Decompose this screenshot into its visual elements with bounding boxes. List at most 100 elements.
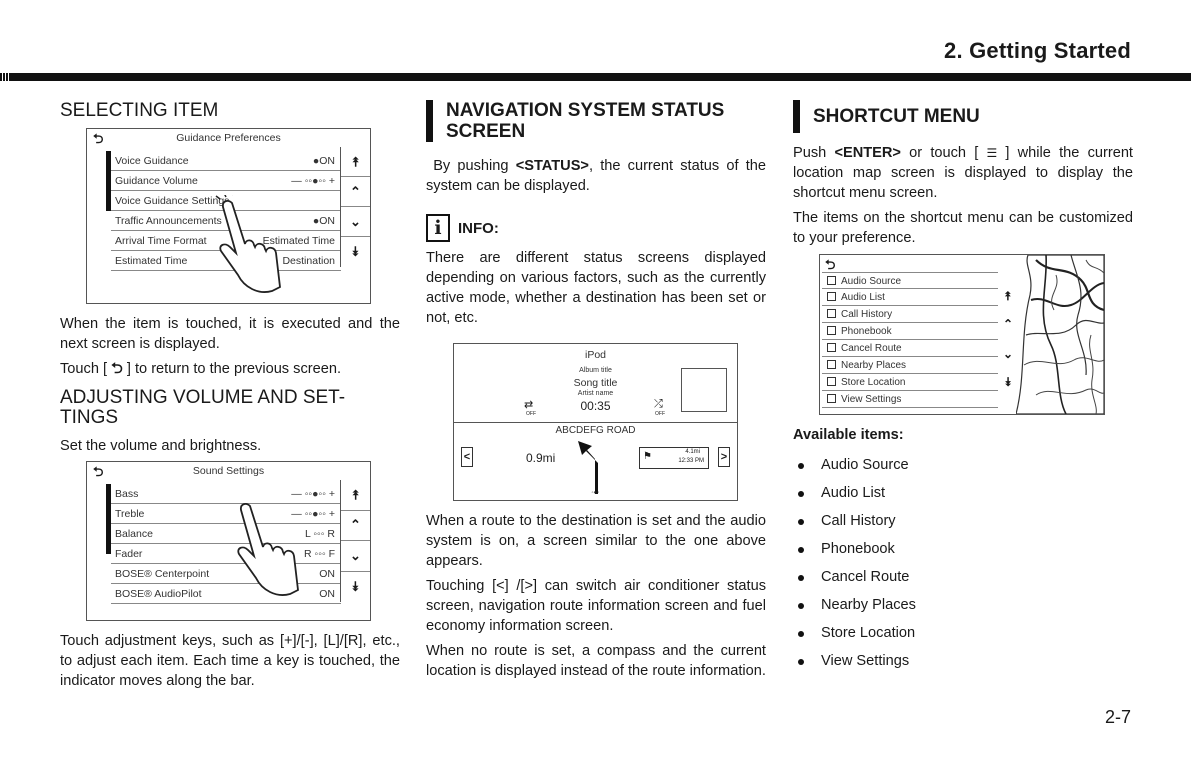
shortcut-arrows: ⯭ ⌃ ⌄ ⯯ <box>998 275 1018 410</box>
page-up-icon[interactable]: ⯭ <box>1004 289 1012 303</box>
route-info: ⚑ 4.1mi 12:33 PM <box>639 447 709 469</box>
map-view <box>1016 255 1104 414</box>
shortcut-item[interactable]: Call History <box>822 306 998 323</box>
shortcut-item[interactable]: Cancel Route <box>822 340 998 357</box>
page-up-icon[interactable]: ⯭ <box>341 480 370 511</box>
menu-icon: ☰ <box>986 146 998 160</box>
back-icon[interactable]: ⮌ <box>93 464 104 479</box>
screen-topbar: ⮌ Guidance Preferences <box>87 129 370 147</box>
list-item: Call History <box>793 507 1133 535</box>
list-item: Store Location <box>793 619 1133 647</box>
list-item: View Settings <box>793 647 1133 675</box>
touching-hand-icon <box>215 195 281 293</box>
repeat-state: OFF <box>526 411 536 417</box>
list-item: Audio List <box>793 479 1133 507</box>
chevron-up-icon[interactable]: ⌃ <box>341 511 370 541</box>
chevron-down-icon[interactable]: ⌄ <box>341 541 370 572</box>
list-item[interactable]: Guidance Volume— ◦◦●◦◦ + <box>111 171 341 191</box>
guidance-list: Voice Guidance●ON Guidance Volume— ◦◦●◦◦… <box>111 151 341 271</box>
column-right: SHORTCUT MENU Push <ENTER> or touch [ ☰ … <box>793 100 1133 248</box>
adjusting-heading: ADJUSTING VOLUME AND SET-TINGS <box>60 387 346 428</box>
scroll-indicator <box>106 151 111 211</box>
shortcut-list: Audio Source Audio List Call History Pho… <box>822 272 998 408</box>
selecting-item-heading: SELECTING ITEM <box>60 100 219 121</box>
adjusting-text: Touch adjustment keys, such as [+]/[-], … <box>60 631 400 691</box>
info-icon: i <box>426 214 450 242</box>
shortcut-item[interactable]: Audio List <box>822 289 998 306</box>
guidance-preferences-screen: ⮌ Guidance Preferences Voice Guidance●ON… <box>86 128 371 304</box>
road-name: ABCDEFG ROAD <box>555 425 636 436</box>
shortcut-item[interactable]: Phonebook <box>822 323 998 340</box>
list-item[interactable]: Bass— ◦◦●◦◦ + <box>111 484 341 504</box>
screen-topbar: ⮌ Sound Settings <box>87 462 370 480</box>
back-icon[interactable]: ⮌ <box>825 257 836 272</box>
list-item[interactable]: Voice Guidance●ON <box>111 151 341 171</box>
flag-icon: ⚑ <box>643 451 652 462</box>
info-box: i INFO: <box>426 214 766 242</box>
page-up-icon[interactable]: ⯭ <box>341 147 370 177</box>
nav-status-para1: When a route to the destination is set a… <box>426 513 766 569</box>
page-down-icon[interactable]: ⯯ <box>1004 375 1012 389</box>
page-dots: ◦●◦ <box>591 490 600 496</box>
column-left: SELECTING ITEM <box>60 100 400 127</box>
song-title: Song title <box>573 377 618 389</box>
screen-title: Guidance Preferences <box>176 132 281 144</box>
shortcut-item[interactable]: Store Location <box>822 374 998 391</box>
turn-distance: 0.9mi <box>526 451 556 465</box>
sound-settings-screen: ⮌ Sound Settings Bass— ◦◦●◦◦ + Treble— ◦… <box>86 461 371 621</box>
nav-status-para3: When no route is set, a compass and the … <box>426 643 766 679</box>
list-item: Nearby Places <box>793 591 1133 619</box>
prev-button[interactable]: < <box>461 447 473 467</box>
artist-name: Artist name <box>577 390 614 397</box>
shuffle-state: OFF <box>655 411 665 417</box>
play-time: 00:35 <box>580 399 611 413</box>
chevron-up-icon[interactable]: ⌃ <box>341 177 370 207</box>
selecting-item-text: When the item is touched, it is executed… <box>60 314 400 456</box>
audio-source: iPod <box>584 349 606 361</box>
shortcut-menu-screen: ⮌ Audio Source Audio List Call History P… <box>819 254 1105 415</box>
shuffle-icon[interactable]: ⤮ <box>654 398 663 410</box>
nav-status-para2: Touching [<] /[>] can switch air conditi… <box>426 578 766 634</box>
page-down-icon[interactable]: ⯯ <box>351 244 360 259</box>
scroll-arrows: ⯭ ⌃ ⌄ ⯯ <box>340 147 370 267</box>
shortcut-item[interactable]: Audio Source <box>822 272 998 289</box>
header-rule <box>0 73 1191 81</box>
selecting-item-para2: Touch [ ⮌ ] to return to the previous sc… <box>60 361 342 377</box>
list-item[interactable]: Traffic Announcements●ON <box>111 211 341 231</box>
info-text: There are different status screens displ… <box>426 250 766 326</box>
list-item: Cancel Route <box>793 563 1133 591</box>
album-art <box>681 368 727 412</box>
scroll-arrows: ⯭ ⌃ ⌄ ⯯ <box>340 480 370 602</box>
chapter-title: 2. Getting Started <box>944 38 1131 63</box>
next-button[interactable]: > <box>718 447 730 467</box>
selecting-item-para1: When the item is touched, it is executed… <box>60 316 400 352</box>
repeat-icon[interactable]: ⇄ <box>524 399 534 411</box>
list-item[interactable]: Treble— ◦◦●◦◦ + <box>111 504 341 524</box>
screen-title: Sound Settings <box>192 465 265 477</box>
touching-hand-icon <box>237 503 299 596</box>
chevron-down-icon[interactable]: ⌄ <box>341 207 370 237</box>
nav-status-intro: By pushing <STATUS>, the current status … <box>426 158 767 194</box>
shortcut-para2: The items on the shortcut menu can be cu… <box>793 210 1133 246</box>
shortcut-item[interactable]: Nearby Places <box>822 357 998 374</box>
adjusting-intro: Set the volume and brightness. <box>60 438 262 454</box>
back-icon[interactable]: ⮌ <box>93 131 104 146</box>
turn-arrow-icon <box>578 441 598 494</box>
back-icon: ⮌ <box>111 361 123 377</box>
page-down-icon[interactable]: ⯯ <box>351 578 360 594</box>
shortcut-item[interactable]: View Settings <box>822 391 998 408</box>
album-title: Album title <box>579 367 612 374</box>
chevron-down-icon[interactable]: ⌄ <box>1002 347 1014 361</box>
nav-status-text: When a route to the destination is set a… <box>426 511 766 681</box>
available-items-list: Audio Source Audio List Call History Pho… <box>793 451 1133 675</box>
divider <box>454 422 737 423</box>
chevron-up-icon[interactable]: ⌃ <box>1002 317 1014 331</box>
scroll-indicator <box>106 484 111 554</box>
